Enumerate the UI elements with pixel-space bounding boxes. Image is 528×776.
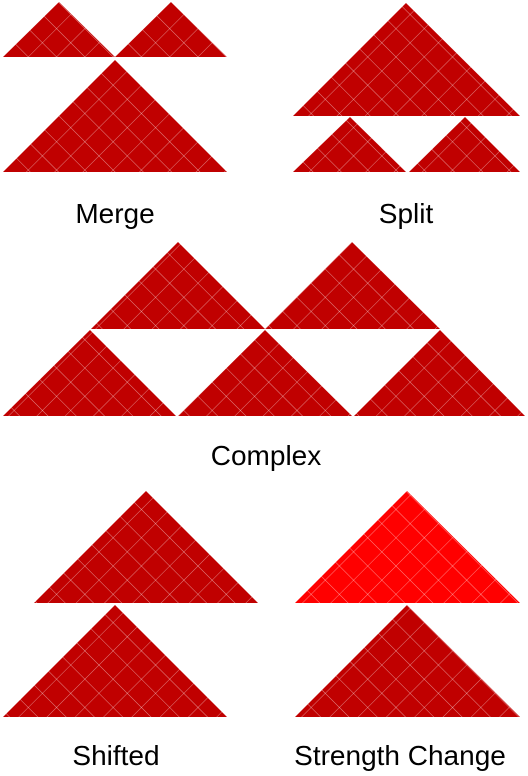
split-bottom-left-triangle [293, 117, 406, 172]
complex-bottom-middle-triangle [178, 330, 352, 416]
shifted-bottom-triangle [3, 605, 227, 717]
split-label: Split [379, 198, 434, 229]
merge-top-left-triangle [3, 2, 115, 57]
complex-bottom-right-triangle [354, 330, 525, 416]
complex-top-left-triangle [91, 242, 265, 329]
strength-change-bottom-triangle [295, 605, 520, 717]
shifted-panel: Shifted [3, 491, 258, 771]
strength-change-top-triangle [295, 491, 520, 603]
strength-change-panel: Strength Change [294, 491, 520, 771]
merge-bottom-triangle [3, 60, 227, 172]
strength-change-label: Strength Change [294, 740, 506, 771]
complex-top-right-triangle [265, 242, 440, 329]
shifted-top-triangle [34, 491, 258, 603]
complex-label: Complex [211, 440, 321, 471]
merge-panel: Merge [3, 2, 227, 229]
split-bottom-right-triangle [409, 117, 520, 172]
complex-bottom-left-triangle [3, 330, 176, 416]
split-top-triangle [293, 3, 520, 116]
split-panel: Split [293, 3, 520, 229]
complex-panel: Complex [3, 242, 525, 471]
merge-label: Merge [75, 198, 154, 229]
shifted-label: Shifted [72, 740, 159, 771]
merge-top-right-triangle [115, 2, 227, 57]
